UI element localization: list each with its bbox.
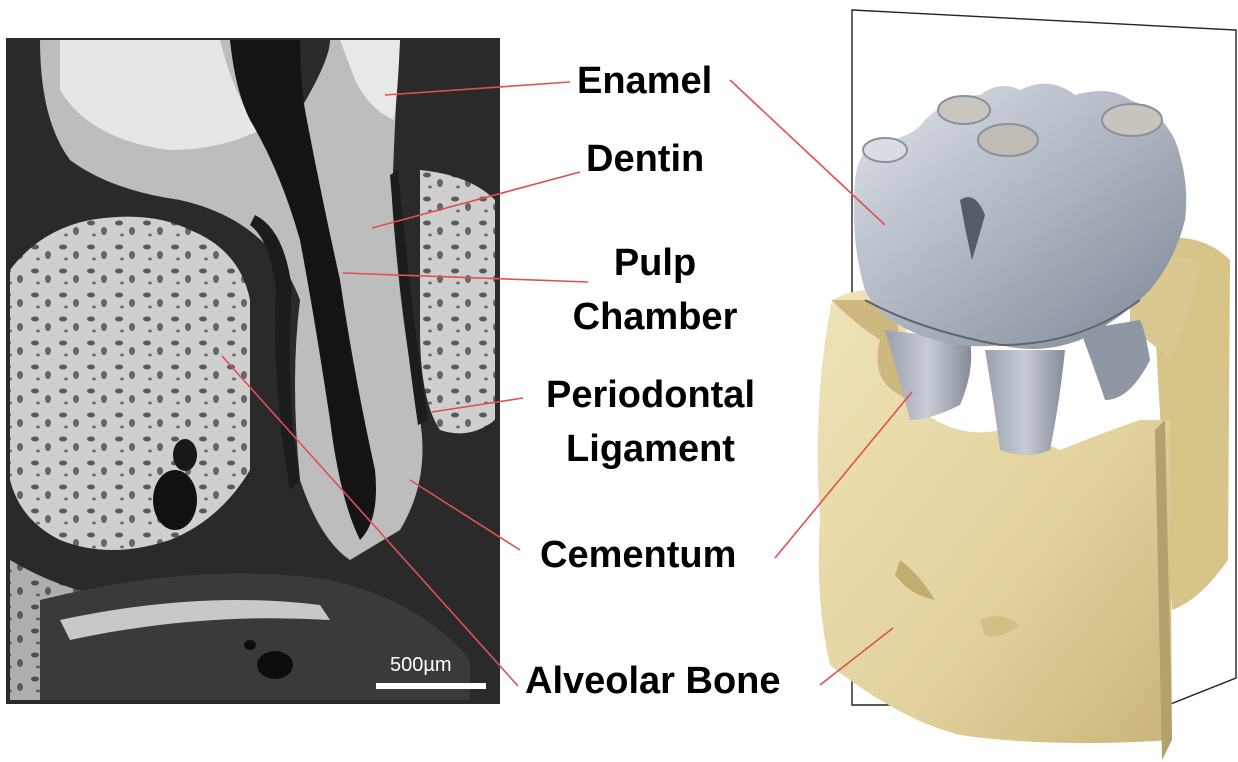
scale-bar [376,683,486,689]
label-enamel: Enamel [577,62,712,100]
render-3d-image [818,10,1236,760]
label-pulp-chamber: Pulp Chamber [560,244,750,336]
label-dentin: Dentin [586,140,704,178]
label-periodontal-ligament: Periodontal Ligament [528,376,773,468]
label-periodontal-line2: Ligament [528,430,773,468]
label-cementum: Cementum [540,536,736,574]
label-pulp-line2: Chamber [560,298,750,336]
label-periodontal-line1: Periodontal [528,376,773,414]
label-pulp-line1: Pulp [560,244,750,282]
leader-enamel-3d [730,80,885,225]
ct-slice-image [6,38,500,704]
label-alveolar-bone: Alveolar Bone [525,662,781,700]
scale-bar-label: 500µm [390,654,452,677]
